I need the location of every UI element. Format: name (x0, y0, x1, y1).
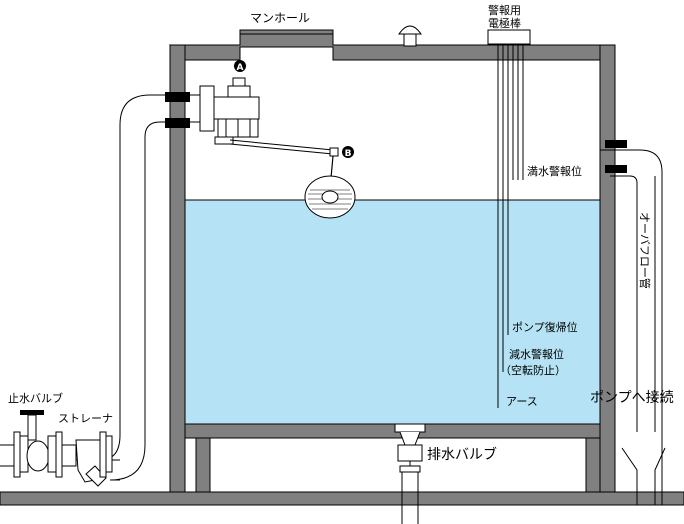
manhole (239, 29, 334, 35)
earth-label: アース (506, 395, 538, 408)
electrode-label-2: 電極棒 (488, 16, 521, 30)
strainer-label: ストレーナ (58, 412, 113, 425)
stop-valve-label: 止水バルブ (8, 391, 63, 405)
marker-a-circle (234, 60, 246, 72)
tank-roof (168, 31, 616, 61)
tank-floor (184, 423, 601, 439)
drain-valve-label: 排水バルブ (427, 446, 497, 463)
strainer (61, 431, 120, 487)
electrode-rods (487, 29, 531, 408)
overflow-pipe (600, 140, 666, 505)
manhole-label: マンホール (250, 11, 310, 25)
low-water-alarm-label-1: 減水警報位 (509, 347, 564, 361)
support-right (585, 437, 601, 493)
drain-valve-assembly (394, 423, 426, 524)
tank-left-wall (169, 44, 186, 493)
vent-cap (398, 25, 422, 47)
to-pump-label: ポンプへ接続 (590, 389, 674, 406)
ground-slab (0, 491, 684, 506)
float-ball (304, 175, 356, 219)
ball-tap-valve (213, 77, 260, 145)
electrode-label-1: 警報用 (488, 3, 521, 17)
water-body (184, 199, 601, 425)
tank-walls (0, 31, 684, 506)
marker-b-circle (342, 146, 354, 158)
support-left (195, 437, 211, 493)
marker-b-label: B (345, 149, 352, 159)
float-arm (229, 139, 339, 179)
overflow-pipe-label: オーバフロー管 (638, 212, 652, 289)
tank-right-wall (599, 44, 616, 493)
low-water-alarm-label-2: （空転防止） (500, 363, 566, 377)
full-water-alarm-label: 満水警報位 (527, 164, 582, 178)
pump-return-label: ポンプ復帰位 (512, 320, 578, 334)
marker-a-label: A (237, 63, 244, 73)
stop-valve (0, 410, 63, 478)
